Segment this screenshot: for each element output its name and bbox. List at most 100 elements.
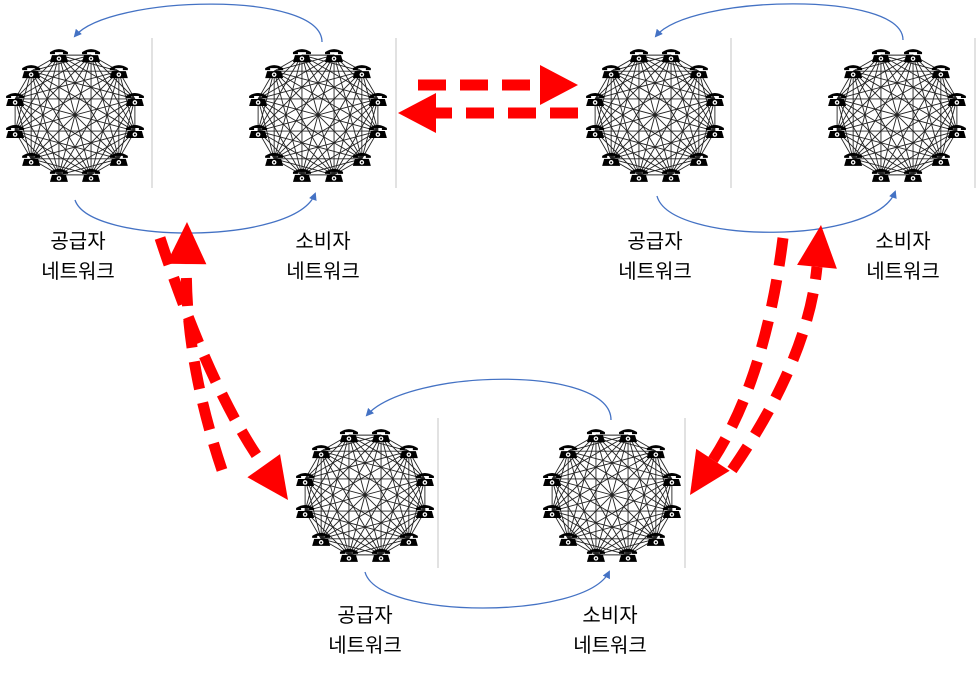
connection-line [594,54,640,132]
connection-line [348,434,409,452]
mesh-network [249,49,387,182]
connection-line [880,54,958,100]
telephone-icon [265,65,284,79]
connection-line [836,98,942,160]
feedback-loop-arrow [656,190,897,233]
connection-line [638,54,700,160]
telephone-icon [662,168,681,182]
telephone-icon [543,505,562,519]
connection-line [880,54,942,160]
connection-line [58,54,120,160]
exchange-arrow-shaft [154,236,269,469]
connection-line [638,54,699,72]
connection-line [320,434,350,539]
connection-line [551,451,569,512]
telephone-icon [705,125,724,139]
connection-line [58,54,119,72]
connection-line [320,434,382,540]
connection-line [880,70,942,176]
telephone-icon [109,152,128,166]
telephone-icon [372,429,391,443]
connection-line [852,70,958,132]
exchange-arrow-shaft [708,237,789,463]
connection-line [594,130,640,176]
connection-line [567,450,629,556]
telephone-icon [125,92,144,106]
connection-line [58,54,92,176]
telephone-icon [399,532,418,546]
connection-line [348,450,410,556]
telephone-icon [602,152,621,166]
connection-line [594,98,672,176]
connection-line [348,434,426,480]
telephone-icon [662,472,681,486]
connection-line [14,130,119,160]
telephone-icon [662,505,681,519]
connection-line [321,450,426,480]
telephone-icon [22,65,41,79]
telephone-icon [312,445,331,459]
telephone-icon [249,125,268,139]
telephone-icon [249,92,268,106]
connection-line [880,54,941,72]
exchange-arrow [727,225,837,474]
connection-line [567,434,629,540]
telephone-icon [292,168,311,182]
connection-line [14,98,92,176]
connection-line [595,434,673,480]
connection-line [320,451,350,556]
connection-line [30,71,60,176]
connection-line [304,478,410,540]
connection-line [638,54,672,176]
telephone-icon [931,65,950,79]
exchange-arrow-head [797,225,837,269]
telephone-icon [543,472,562,486]
mesh-network [296,429,434,562]
connection-line [836,130,882,176]
telephone-icon [705,92,724,106]
connection-line [551,478,657,540]
telephone-icon [871,49,890,63]
connection-line [567,478,673,540]
connection-line [836,54,882,132]
telephone-icon [904,49,923,63]
telephone-icon [559,532,578,546]
telephone-icon [368,92,387,106]
telephone-icon [292,49,311,63]
telephone-icon [325,168,344,182]
telephone-icon [828,92,847,106]
telephone-icon [368,125,387,139]
telephone-icon [372,548,391,562]
connection-line [304,510,350,556]
connection-line [638,54,716,132]
connection-line [610,98,716,160]
telephone-icon [871,168,890,182]
connection-line [610,54,640,159]
connection-line [304,434,350,512]
telephone-icon [312,532,331,546]
telephone-icon [689,152,708,166]
telephone-icon [415,472,434,486]
connection-line [14,71,32,132]
connection-line [594,130,699,160]
connection-line [304,451,322,512]
connection-line [611,158,672,176]
telephone-icon [662,49,681,63]
telephone-icon [339,429,358,443]
telephone-icon [947,92,966,106]
exchange-arrow [690,237,789,495]
connection-line [348,434,382,556]
telephone-icon [947,125,966,139]
exchange-arrow-head [540,65,578,105]
feedback-loop-arrow [73,3,323,43]
connection-line [551,478,629,556]
connection-line [257,98,363,160]
connection-line [567,434,597,539]
connection-line [257,54,303,132]
connection-line [274,70,379,100]
